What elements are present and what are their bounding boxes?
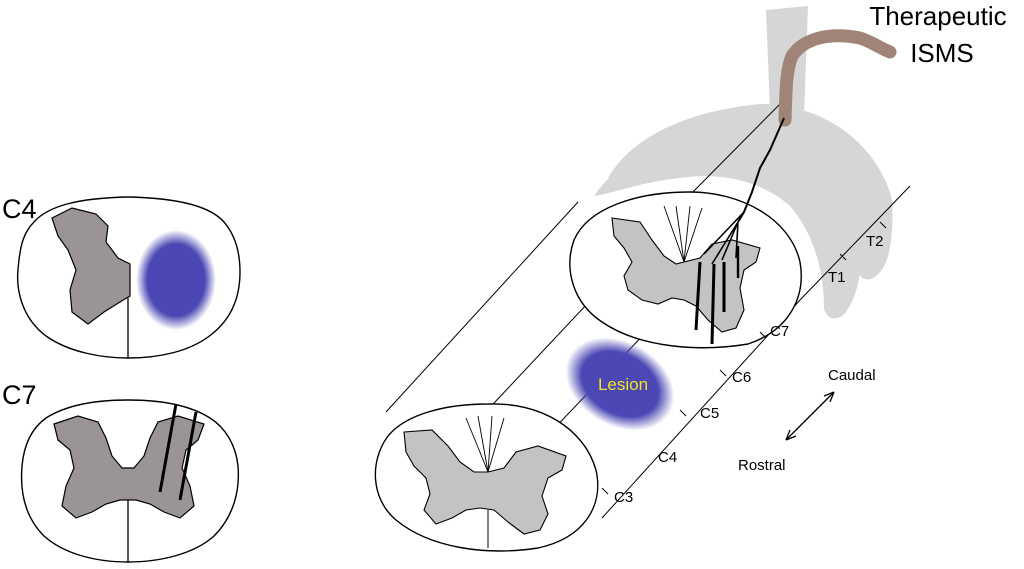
direction-indicator: Caudal Rostral [738, 367, 876, 474]
title-line-1: Therapeutic [869, 1, 1006, 31]
c4-label: C4 [2, 194, 37, 224]
caudal-fan-1 [663, 205, 685, 263]
seg-label-t2: T2 [866, 233, 884, 250]
c7-label: C7 [2, 380, 37, 410]
cylinder-edge-top [385, 201, 579, 413]
direction-arrow-shaft [785, 391, 835, 441]
arrowhead-rostral-icon [785, 429, 797, 441]
caudal-fan-2 [675, 205, 685, 263]
isms-title: Therapeutic ISMS [869, 1, 1006, 68]
rostral-fan-2 [477, 415, 489, 473]
t1-root-band [594, 136, 861, 319]
seg-tick-t2 [879, 221, 887, 229]
cord-lesion [565, 337, 675, 431]
rostral-fan-4 [487, 417, 505, 473]
isms-electrode-1 [694, 261, 702, 331]
seg-label-c7: C7 [770, 323, 789, 340]
seg-label-c3: C3 [614, 489, 633, 506]
seg-tick-c3 [601, 487, 609, 495]
seg-tick-c4 [679, 409, 687, 417]
seg-label-c5: C5 [700, 405, 719, 422]
caudal-fan-4 [683, 207, 703, 263]
c4-lesion [136, 230, 216, 330]
rostral-label: Rostral [738, 457, 786, 474]
caudal-label: Caudal [828, 367, 876, 384]
c7-electrode-1 [158, 403, 178, 493]
seg-label-t1: T1 [828, 269, 846, 286]
seg-label-c4: C4 [658, 449, 677, 466]
isms-lead-branches [703, 211, 745, 265]
rostral-grey-matter [403, 429, 567, 535]
c7-cross-section: C7 [2, 380, 240, 563]
seg-tick-t1 [839, 253, 847, 261]
arrowhead-caudal-icon [823, 391, 835, 403]
caudal-fan-3 [683, 205, 691, 263]
seg-tick-c6 [759, 331, 767, 339]
rostral-fan-3 [487, 415, 493, 473]
isms-electrode-2 [710, 263, 716, 345]
title-line-2: ISMS [910, 38, 974, 68]
c4-cross-section: C4 [2, 194, 241, 359]
lesion-label: Lesion [598, 375, 648, 394]
cylinder-edge-bottom [601, 299, 801, 519]
isms-cable [778, 29, 897, 127]
c4-grey-matter-left [51, 207, 131, 325]
seg-label-c6: C6 [732, 369, 751, 386]
c7-grey-matter [53, 415, 205, 519]
cylinder-edge-bottom-ext [799, 185, 911, 301]
seg-tick-c5 [719, 369, 727, 377]
spinal-cord-3d: Lesion C3 C4 C5 C6 C7 T1 T2 [374, 6, 911, 552]
rostral-fan-1 [465, 417, 489, 473]
c7-electrode-2 [178, 411, 198, 501]
cylinder-edge-mid-ext [679, 103, 781, 206]
